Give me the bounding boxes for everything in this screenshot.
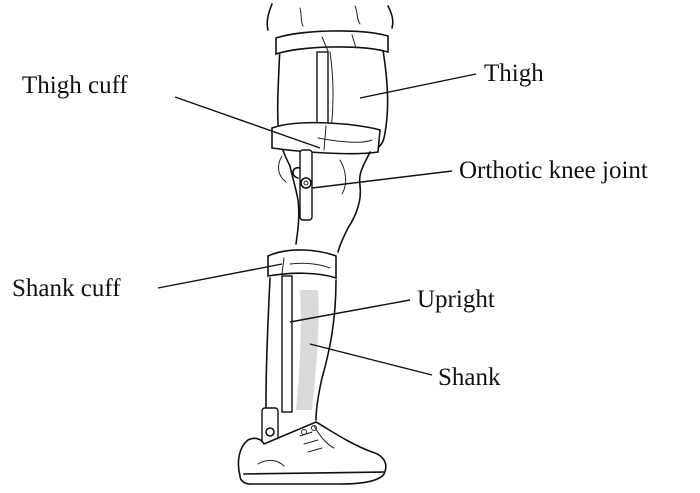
label-shank-cuff: Shank cuff [12,276,121,301]
thigh-leader [360,74,476,98]
shank-leader [310,344,432,375]
shank-cuff [268,250,336,278]
label-shank: Shank [438,365,501,390]
shoe [238,422,385,484]
trouser-hem [267,4,393,30]
orthotic-knee-joint-hardware [293,150,312,220]
label-upright: Upright [417,287,495,312]
knee-joint-leader [312,171,452,188]
shank-cuff-leader [158,264,282,288]
label-orthotic-knee-joint: Orthotic knee joint [459,158,648,183]
label-thigh-cuff: Thigh cuff [22,73,128,98]
knee-area [279,152,370,252]
thigh-cuff [272,123,380,154]
label-thigh: Thigh [484,61,544,86]
thigh-top-band [276,31,388,54]
